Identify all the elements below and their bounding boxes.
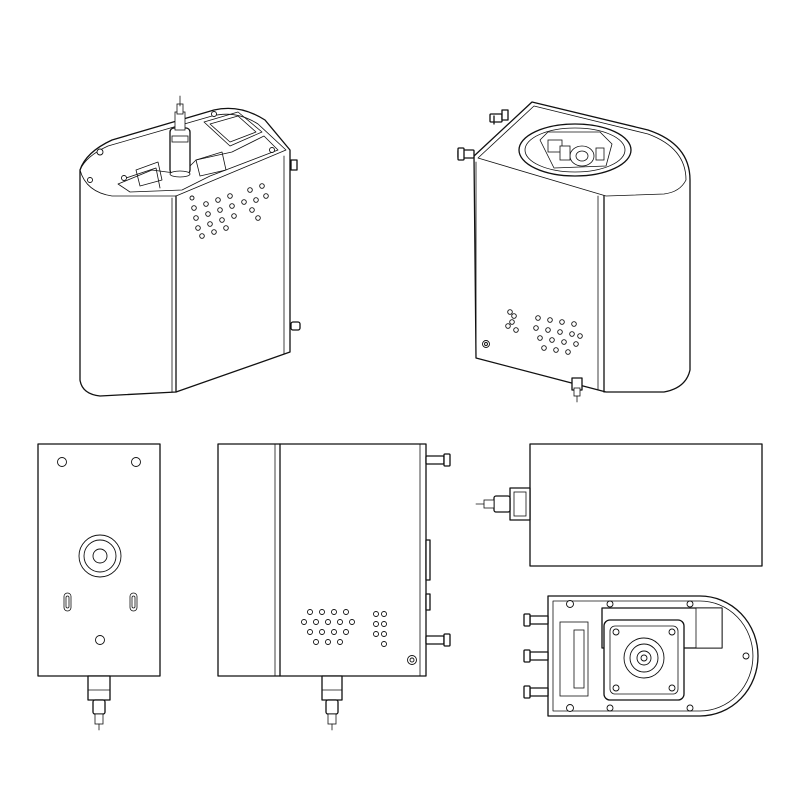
top-view: [475, 443, 763, 567]
iso1-vent-holes: [189, 183, 269, 239]
side-view: [217, 443, 451, 731]
side-pins: [425, 453, 451, 647]
iso2-vent-holes: [505, 309, 583, 355]
iso2-pins: [457, 109, 509, 161]
bottom-view: [523, 595, 759, 717]
iso-view-front-left: [79, 95, 301, 397]
side-vent-holes: [301, 609, 387, 647]
iso-view-rear-right: [457, 101, 691, 403]
front-view: [37, 443, 161, 731]
bottom-pins: [523, 613, 549, 699]
